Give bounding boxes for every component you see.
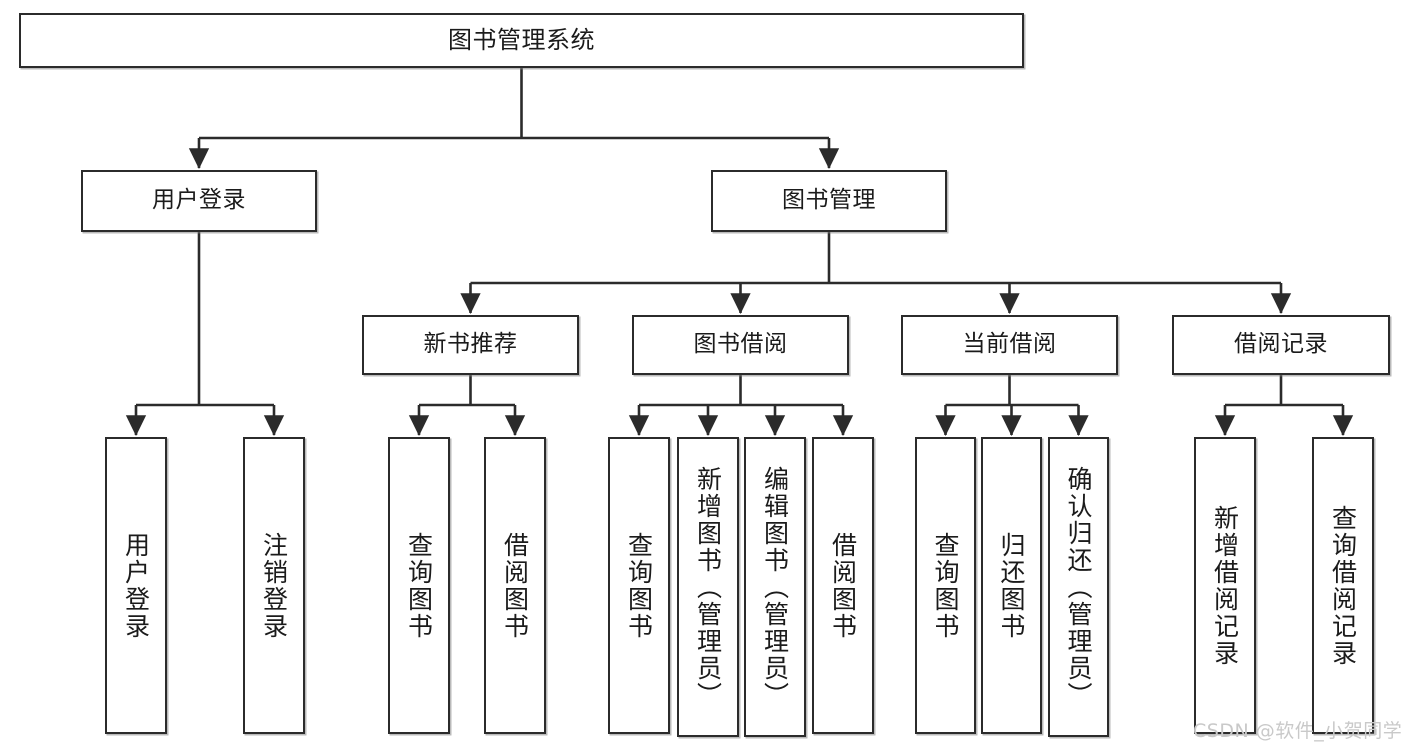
node-label: 注销登录 [259, 531, 289, 640]
node-leaf-logout[interactable]: 注销登录 [243, 437, 305, 734]
node-label: 新书推荐 [423, 331, 518, 358]
node-current-borrow[interactable]: 当前借阅 [901, 315, 1118, 375]
node-leaf-edit-book[interactable]: 编辑图书（管理员） [744, 437, 806, 737]
node-label: 新增借阅记录 [1210, 504, 1240, 667]
node-label: 图书管理 [782, 187, 876, 214]
node-book-management[interactable]: 图书管理 [711, 170, 947, 232]
node-label: 借阅图书 [500, 531, 530, 640]
node-leaf-add-book[interactable]: 新增图书（管理员） [677, 437, 739, 737]
node-leaf-add-record[interactable]: 新增借阅记录 [1194, 437, 1256, 734]
node-label: 图书管理系统 [448, 26, 595, 55]
node-borrow-records[interactable]: 借阅记录 [1172, 315, 1390, 375]
node-label: 查询借阅记录 [1328, 504, 1358, 667]
node-leaf-query-book-3[interactable]: 查询图书 [915, 437, 976, 734]
node-label: 用户登录 [121, 531, 151, 640]
node-label: 图书借阅 [693, 331, 788, 358]
node-leaf-query-book-2[interactable]: 查询图书 [608, 437, 670, 734]
node-book-borrow[interactable]: 图书借阅 [632, 315, 849, 375]
node-label: 新增图书（管理员） [693, 465, 723, 709]
node-leaf-confirm-return[interactable]: 确认归还（管理员） [1048, 437, 1109, 737]
node-leaf-borrow-book-2[interactable]: 借阅图书 [812, 437, 874, 734]
node-leaf-query-book-1[interactable]: 查询图书 [388, 437, 450, 734]
node-label: 归还图书 [997, 531, 1026, 640]
node-root[interactable]: 图书管理系统 [19, 13, 1024, 68]
node-leaf-user-login[interactable]: 用户登录 [105, 437, 167, 734]
node-label: 借阅图书 [828, 531, 858, 640]
node-leaf-borrow-book-1[interactable]: 借阅图书 [484, 437, 546, 734]
node-user-login[interactable]: 用户登录 [81, 170, 317, 232]
node-leaf-query-record[interactable]: 查询借阅记录 [1312, 437, 1374, 734]
node-new-book-recommend[interactable]: 新书推荐 [362, 315, 579, 375]
node-label: 查询图书 [931, 531, 960, 640]
node-leaf-return-book[interactable]: 归还图书 [981, 437, 1042, 734]
node-label: 查询图书 [624, 531, 654, 640]
node-label: 用户登录 [152, 187, 246, 214]
node-label: 确认归还（管理员） [1064, 465, 1093, 709]
node-label: 查询图书 [404, 531, 434, 640]
node-label: 编辑图书（管理员） [760, 465, 790, 709]
node-label: 当前借阅 [962, 331, 1057, 358]
csdn-watermark: CSDN @软件_小贺同学 [1193, 720, 1403, 742]
node-label: 借阅记录 [1234, 331, 1328, 358]
